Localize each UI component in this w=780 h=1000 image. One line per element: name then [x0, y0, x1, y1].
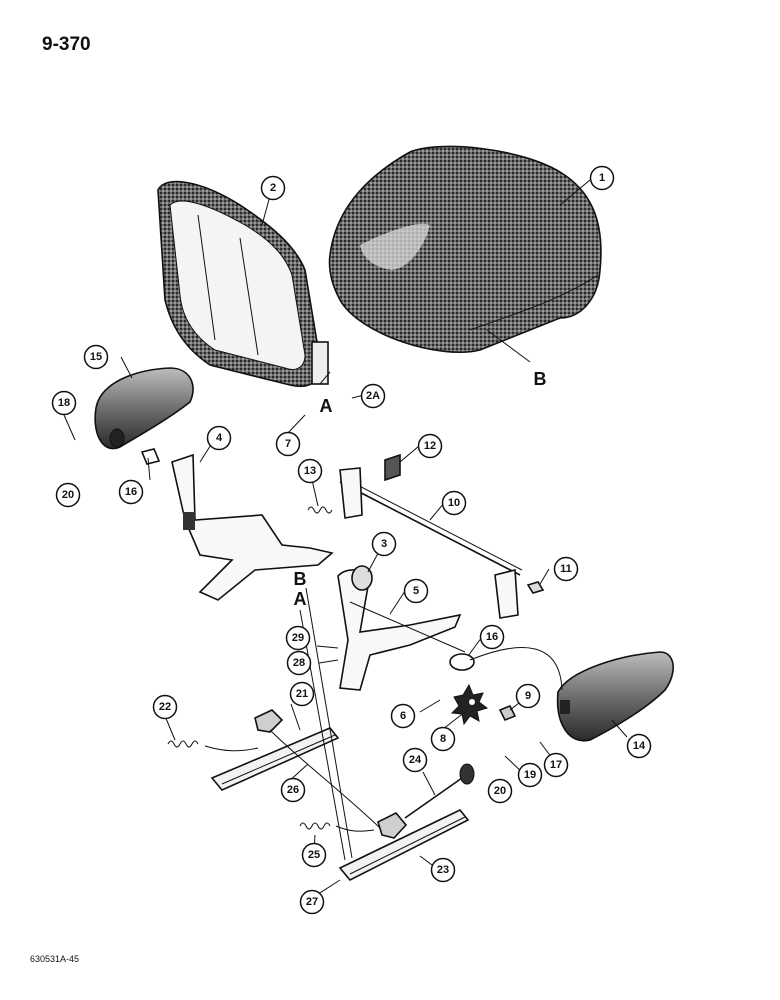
callout-29: 29 — [285, 625, 311, 651]
adjuster-shaft — [339, 467, 523, 619]
callout-7: 7 — [275, 431, 301, 457]
callout-3: 3 — [371, 531, 397, 557]
adjuster-clip — [384, 453, 401, 482]
svg-text:24: 24 — [409, 754, 422, 766]
ref-letter-b-cushion: B — [534, 369, 547, 389]
ref-letter-a-back: A — [320, 396, 333, 416]
svg-text:12: 12 — [424, 440, 436, 452]
callout-9: 9 — [515, 683, 541, 709]
svg-text:27: 27 — [306, 896, 318, 908]
callout-2: 2 — [260, 175, 286, 201]
svg-text:11: 11 — [560, 563, 572, 575]
svg-text:17: 17 — [550, 759, 562, 771]
right-slide-spring — [299, 822, 331, 830]
right-seat-slide — [338, 809, 470, 882]
svg-text:16: 16 — [486, 631, 498, 643]
svg-text:26: 26 — [287, 784, 299, 796]
callout-16-right: 16 — [479, 624, 505, 650]
ref-letter-b-bracket: B — [294, 569, 307, 589]
svg-text:22: 22 — [159, 701, 171, 713]
svg-text:18: 18 — [58, 397, 70, 409]
callout-12: 12 — [417, 433, 443, 459]
back-cushion — [157, 180, 329, 387]
svg-text:21: 21 — [296, 688, 308, 700]
svg-text:7: 7 — [285, 438, 291, 450]
svg-text:2A: 2A — [366, 390, 380, 402]
svg-text:4: 4 — [216, 432, 223, 444]
callout-23: 23 — [430, 857, 456, 883]
callout-17: 17 — [543, 752, 569, 778]
callout-15: 15 — [83, 344, 109, 370]
svg-text:2: 2 — [270, 182, 276, 194]
callout-16-left: 16 — [118, 479, 144, 505]
small-spring — [307, 506, 333, 514]
right-armrest — [556, 651, 674, 742]
left-slide-spring — [167, 740, 199, 748]
shaft-nut — [526, 581, 545, 594]
callout-4: 4 — [206, 425, 232, 451]
right-armrest-bracket — [337, 565, 462, 691]
right-install-arrow — [335, 825, 375, 832]
left-install-arrow — [204, 745, 259, 752]
svg-text:20: 20 — [494, 785, 506, 797]
slide-handle — [404, 763, 475, 819]
ref-letter-a-bracket: A — [294, 589, 307, 609]
callout-2a: 2A — [360, 383, 386, 409]
callout-1: 1 — [589, 165, 615, 191]
callout-8: 8 — [430, 726, 456, 752]
svg-text:6: 6 — [400, 710, 406, 722]
callout-19: 19 — [517, 762, 543, 788]
svg-text:3: 3 — [381, 538, 387, 550]
callout-13: 13 — [297, 458, 323, 484]
figure-code: 630531A-45 — [30, 954, 79, 964]
svg-text:15: 15 — [90, 351, 102, 363]
svg-text:25: 25 — [308, 849, 320, 861]
callout-24: 24 — [402, 747, 428, 773]
svg-text:19: 19 — [524, 769, 536, 781]
callout-20-left: 20 — [55, 482, 81, 508]
svg-text:14: 14 — [633, 740, 646, 752]
callout-10: 10 — [441, 490, 467, 516]
svg-text:1: 1 — [599, 172, 605, 184]
callout-5: 5 — [403, 578, 429, 604]
left-grommet — [140, 448, 161, 465]
left-armrest-bracket — [171, 453, 334, 601]
svg-text:8: 8 — [440, 733, 446, 745]
callout-25: 25 — [301, 842, 327, 868]
callout-20-right: 20 — [487, 778, 513, 804]
page-number: 9-370 — [42, 34, 91, 55]
left-seat-slide — [210, 709, 340, 791]
svg-text:28: 28 — [293, 657, 305, 669]
svg-text:23: 23 — [437, 864, 449, 876]
callout-27: 27 — [299, 889, 325, 915]
callout-28: 28 — [286, 650, 312, 676]
svg-text:13: 13 — [304, 465, 316, 477]
seat-cushion — [328, 145, 602, 354]
svg-text:5: 5 — [413, 585, 419, 597]
callout-6: 6 — [390, 703, 416, 729]
right-grommet — [449, 653, 475, 671]
left-armrest — [94, 367, 194, 450]
svg-text:20: 20 — [62, 489, 74, 501]
svg-text:9: 9 — [525, 690, 531, 702]
star-knob — [450, 683, 489, 726]
callout-21: 21 — [289, 681, 315, 707]
callout-11: 11 — [553, 556, 579, 582]
callout-26: 26 — [280, 777, 306, 803]
callout-22: 22 — [152, 694, 178, 720]
callout-18: 18 — [51, 390, 77, 416]
callout-14: 14 — [626, 733, 652, 759]
svg-text:10: 10 — [448, 497, 460, 509]
svg-text:29: 29 — [292, 632, 304, 644]
svg-text:16: 16 — [125, 486, 137, 498]
